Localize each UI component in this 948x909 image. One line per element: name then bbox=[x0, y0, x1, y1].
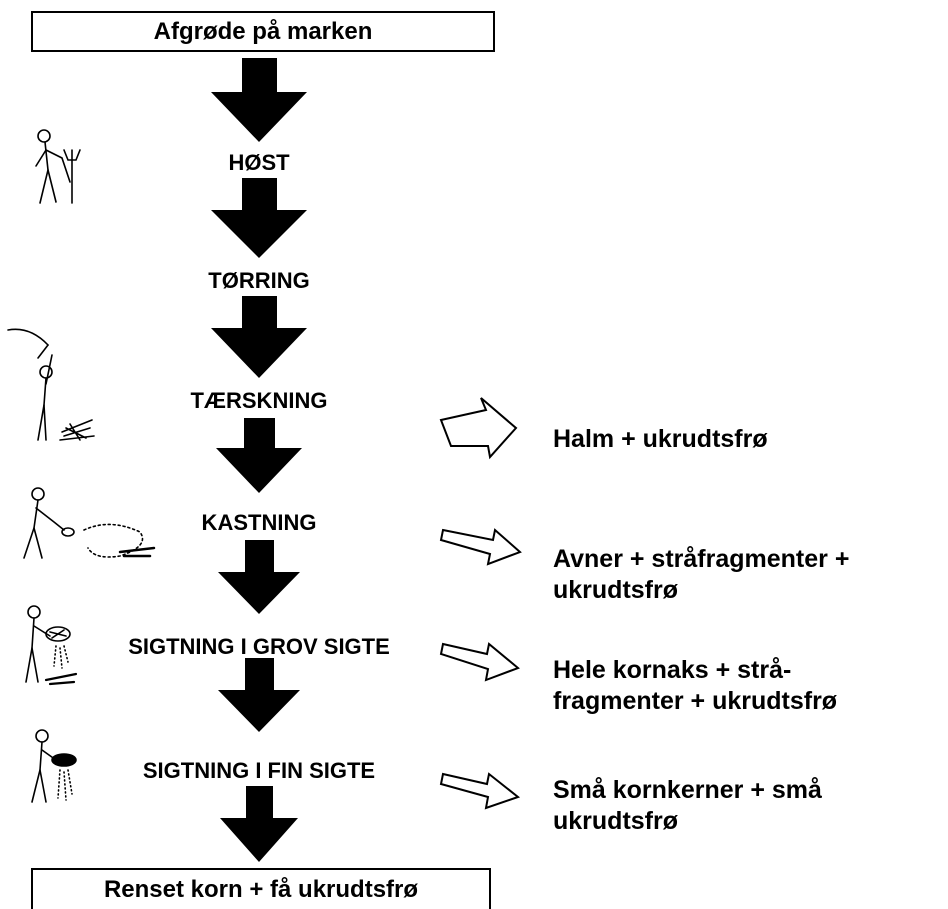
output-chaff-line2: ukrudtsfrø bbox=[553, 576, 678, 604]
flow-arrows bbox=[211, 58, 307, 862]
output-straw: Halm + ukrudtsfrø bbox=[553, 424, 768, 455]
output-chaff-line1: Avner + stråfragmenter + bbox=[553, 545, 850, 573]
output-chaff: Avner + stråfragmenter + ukrudtsfrø bbox=[553, 544, 849, 606]
step-fine-sieving: SIGTNING I FIN SIGTE bbox=[142, 758, 376, 783]
flow-arrow-1 bbox=[211, 58, 307, 142]
output-small-kernels-line1: Små kornkerner + små bbox=[553, 776, 822, 804]
output-arrow-1 bbox=[439, 397, 518, 460]
output-arrow-3 bbox=[439, 642, 520, 682]
fine-sieve-figure-icon bbox=[31, 729, 77, 803]
end-box: Renset korn + få ukrudtsfrø bbox=[31, 868, 491, 909]
step-harvest: HØST bbox=[228, 150, 290, 175]
output-arrow-4 bbox=[439, 772, 521, 810]
flow-arrow-4 bbox=[216, 418, 302, 493]
start-box: Afgrøde på marken bbox=[31, 11, 495, 52]
step-coarse-sieving: SIGTNING I GROV SIGTE bbox=[128, 634, 390, 659]
illustrations bbox=[7, 129, 156, 803]
flow-arrow-6 bbox=[218, 658, 300, 732]
step-winnowing: KASTNING bbox=[201, 510, 317, 535]
flow-arrow-2 bbox=[211, 178, 307, 258]
output-ears-line1: Hele kornaks + strå- bbox=[553, 656, 792, 684]
harvest-figure-icon bbox=[35, 129, 81, 204]
end-box-label: Renset korn + få ukrudtsfrø bbox=[103, 875, 419, 903]
output-straw-line1: Halm + ukrudtsfrø bbox=[553, 425, 768, 453]
step-threshing: TÆRSKNING bbox=[190, 388, 328, 413]
output-arrow-2 bbox=[439, 528, 522, 566]
step-drying: TØRRING bbox=[208, 268, 310, 293]
output-ears: Hele kornaks + strå- fragmenter + ukrudt… bbox=[553, 655, 837, 717]
threshing-figure-icon bbox=[7, 328, 95, 441]
output-arrows bbox=[439, 397, 522, 810]
flow-arrow-3 bbox=[211, 296, 307, 378]
output-small-kernels-line2: ukrudtsfrø bbox=[553, 807, 678, 835]
start-box-label: Afgrøde på marken bbox=[153, 17, 373, 45]
output-small-kernels: Små kornkerner + små ukrudtsfrø bbox=[553, 775, 822, 837]
flow-arrow-7 bbox=[220, 786, 298, 862]
flow-arrow-5 bbox=[218, 540, 300, 614]
output-ears-line2: fragmenter + ukrudtsfrø bbox=[553, 687, 838, 715]
coarse-sieve-figure-icon bbox=[25, 605, 78, 686]
winnowing-figure-icon bbox=[23, 487, 156, 559]
